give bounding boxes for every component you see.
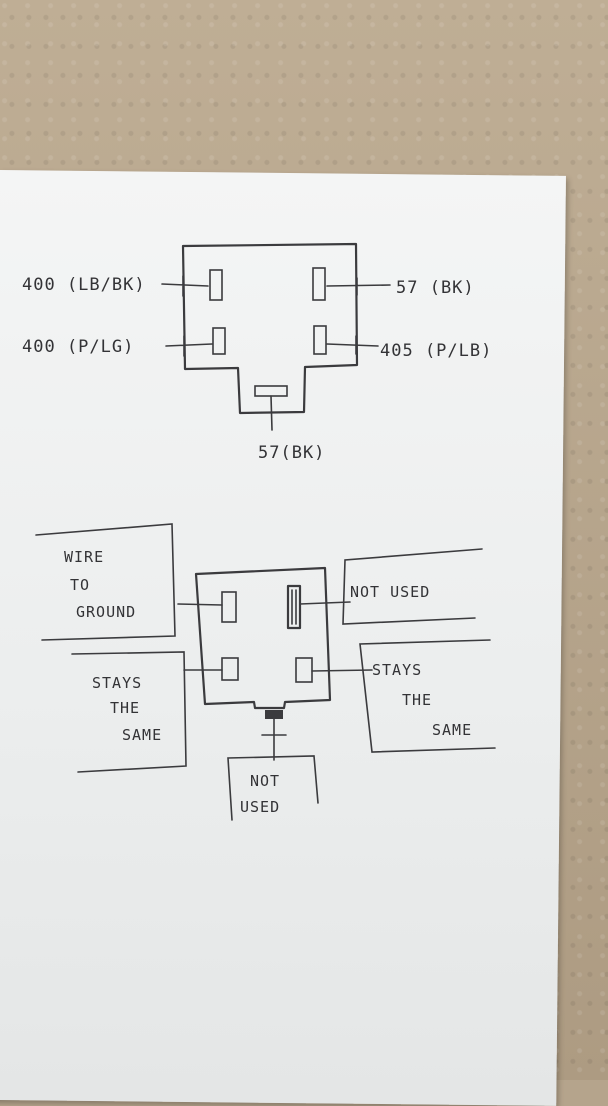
connector-outline (181, 242, 359, 415)
callout-stays-same-left-line1: STAYS (92, 674, 142, 692)
callout-wire-to-ground-line3: GROUND (76, 603, 136, 621)
leader-not-used-bottom (261, 718, 287, 761)
label-top-left: 400 (LB/BK) (22, 275, 146, 295)
callout-not-used-bottom-line2: USED (240, 798, 280, 816)
leader-not-used-right (299, 601, 351, 605)
callout-box-wire-to-ground (35, 523, 176, 641)
pin-slot-bottom-left-mod (221, 657, 239, 681)
callout-stays-same-left-line3: SAME (122, 726, 162, 744)
callout-wire-to-ground-line2: TO (70, 576, 90, 594)
connector-diagram-original: 400 (LB/BK) 400 (P/LG) 57 (BK) 405 (P/LB… (22, 242, 492, 463)
callout-not-used-right-line1: NOT USED (350, 583, 430, 601)
pin-slot-top-left (209, 269, 223, 301)
pin-slot-bottom-left (212, 327, 226, 355)
pin-slot-bottom-right-mod (295, 657, 313, 683)
label-bottom-center: 57(BK) (258, 443, 325, 463)
pin-slot-top-right-mod (286, 584, 302, 630)
leader-bottom-center (270, 395, 273, 431)
callout-box-stays-same-right (359, 639, 496, 753)
callout-not-used-bottom-line1: NOT (250, 772, 280, 790)
leader-wire-to-ground (177, 603, 223, 606)
callout-stays-same-right-line3: SAME (432, 721, 472, 739)
callout-stays-same-right-line1: STAYS (372, 661, 422, 679)
callout-box-stays-same-left (71, 651, 187, 773)
pin-slot-top-right-hatch (291, 589, 297, 625)
leader-bottom-left (165, 335, 213, 357)
pin-slot-bottom-right (313, 325, 327, 355)
connector-diagram-modified: WIRE TO GROUND STAYS THE SAME NOT USED S… (35, 523, 496, 821)
leader-stays-same-right (311, 669, 373, 672)
callout-box-not-used-right (342, 548, 483, 625)
leader-top-left (161, 275, 209, 297)
label-top-right: 57 (BK) (396, 278, 475, 298)
connector-outline-modified (194, 566, 332, 710)
label-bottom-left: 400 (P/LG) (22, 337, 134, 357)
callout-stays-same-right-line2: THE (402, 691, 432, 709)
leader-top-right (326, 277, 391, 296)
pin-slot-bottom-center-mod (265, 710, 283, 719)
callout-box-not-used-bottom (227, 755, 319, 821)
pin-slot-top-left-mod (221, 591, 237, 623)
pin-slot-top-right (312, 267, 326, 301)
leader-bottom-right (326, 335, 379, 355)
callout-stays-same-left-line2: THE (110, 699, 140, 717)
hand-drawn-wiring-diagram: 400 (LB/BK) 400 (P/LG) 57 (BK) 405 (P/LB… (22, 242, 496, 821)
callout-wire-to-ground-line1: WIRE (64, 548, 104, 566)
pin-slot-bottom-center (254, 385, 288, 397)
label-bottom-right: 405 (P/LB) (380, 341, 492, 361)
